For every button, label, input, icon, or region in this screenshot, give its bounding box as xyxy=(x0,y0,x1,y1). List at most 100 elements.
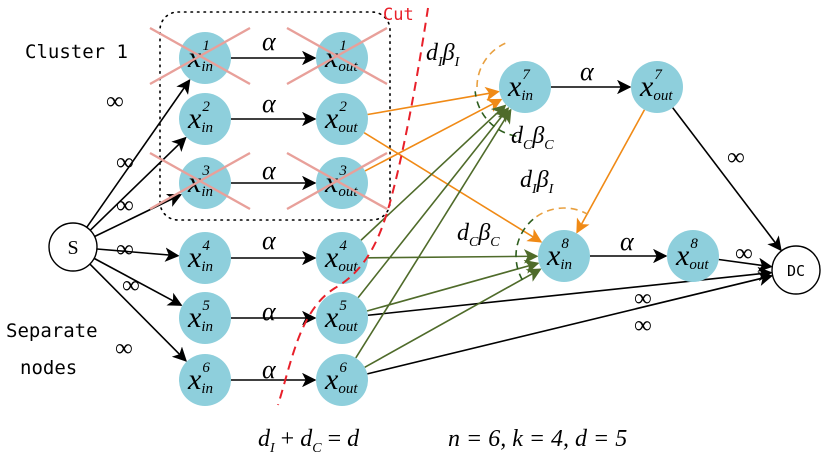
separate-label-line1: Separate xyxy=(6,320,98,342)
node-circle xyxy=(179,292,231,344)
edge-source-to-x6in xyxy=(89,263,187,362)
alpha-label: α xyxy=(580,57,595,86)
node-circle xyxy=(316,93,368,145)
infinity-label: ∞ xyxy=(122,272,140,299)
edge-x3out-to-x7in xyxy=(364,98,503,172)
cluster-label: Cluster 1 xyxy=(25,41,128,63)
dC-betaC-label-mid: dCβC xyxy=(457,220,500,250)
cluster-box xyxy=(159,11,391,221)
node-circle xyxy=(316,354,368,406)
edge-source-to-x2in xyxy=(89,136,187,231)
sink-label: DC xyxy=(787,262,805,280)
edge-x5out-to-x7in xyxy=(357,107,510,299)
node-circle xyxy=(667,230,719,282)
node-circle xyxy=(499,61,551,113)
edge-x6out-to-x8in xyxy=(364,268,542,369)
alpha-label: α xyxy=(262,355,277,384)
cut-arc-orange-x8 xyxy=(536,207,589,218)
separate-label-line2: nodes xyxy=(20,357,77,379)
infinity-label: ∞ xyxy=(735,240,753,267)
edge-source-to-x5in xyxy=(93,257,183,306)
node-circle xyxy=(316,292,368,344)
alpha-label: α xyxy=(262,89,277,118)
cross-stroke xyxy=(149,26,251,86)
infinity-label: ∞ xyxy=(634,312,652,339)
edge-x8out-to-sink xyxy=(718,257,773,273)
parameters-label: n = 6, k = 4, d = 5 xyxy=(448,426,627,452)
edge-x4out-to-x8in xyxy=(367,249,539,264)
node-circle xyxy=(538,230,590,282)
edge-x5out-to-x8in xyxy=(366,259,540,312)
infinity-label: ∞ xyxy=(116,192,134,219)
cross-stroke xyxy=(286,151,388,211)
node-circle xyxy=(316,232,368,284)
cross-stroke xyxy=(149,151,251,211)
cut-line xyxy=(277,7,429,406)
dI-betaI-label-mid: dIβI xyxy=(520,167,555,197)
edge-x5out-to-sink xyxy=(367,266,773,317)
edge-source-to-x3in xyxy=(94,193,183,238)
infinity-label: ∞ xyxy=(106,88,124,115)
bandwidth-labels: dIβI dCβC dIβI dCβC xyxy=(426,40,555,250)
infinity-label: ∞ xyxy=(116,149,134,176)
alpha-label: α xyxy=(262,297,277,326)
dI-betaI-label-top: dIβI xyxy=(426,40,461,70)
alpha-label: α xyxy=(262,156,277,185)
edge-source-to-x4in xyxy=(96,247,180,262)
infinity-label: ∞ xyxy=(727,144,745,171)
infinity-label: ∞ xyxy=(115,335,133,362)
bandwidth-equation: dI+dC=d xyxy=(258,426,360,456)
sink-node xyxy=(771,245,821,295)
node-circle xyxy=(179,354,231,406)
infinity-label: ∞ xyxy=(116,236,134,263)
alpha-label: α xyxy=(620,227,635,256)
infinity-label: ∞ xyxy=(634,285,652,312)
alpha-labels: α α α α α α α α xyxy=(262,27,635,384)
edge-x6out-to-sink xyxy=(367,271,774,375)
edge-x7out-to-x8in xyxy=(576,109,646,234)
source-label: S xyxy=(67,237,78,259)
edge-source-to-x1in xyxy=(86,78,191,228)
node-circle xyxy=(179,93,231,145)
cut-label: Cut xyxy=(383,5,414,25)
dC-betaC-label-top: dCβC xyxy=(511,123,554,153)
node-circle xyxy=(631,61,683,113)
cut-arc-orange-x7 xyxy=(476,41,509,88)
cross-stroke xyxy=(286,26,388,86)
infinity-labels: ∞ ∞ ∞ ∞ ∞ ∞ ∞ ∞ ∞ ∞ xyxy=(106,88,753,362)
source-node xyxy=(48,222,98,272)
edge-x7out-to-sink xyxy=(672,107,782,252)
node-circle xyxy=(179,232,231,284)
edge-x2out-to-x7in xyxy=(367,86,500,116)
cut-arcs xyxy=(474,41,589,281)
alpha-label: α xyxy=(262,226,277,255)
failed-node-crosses xyxy=(149,26,388,211)
